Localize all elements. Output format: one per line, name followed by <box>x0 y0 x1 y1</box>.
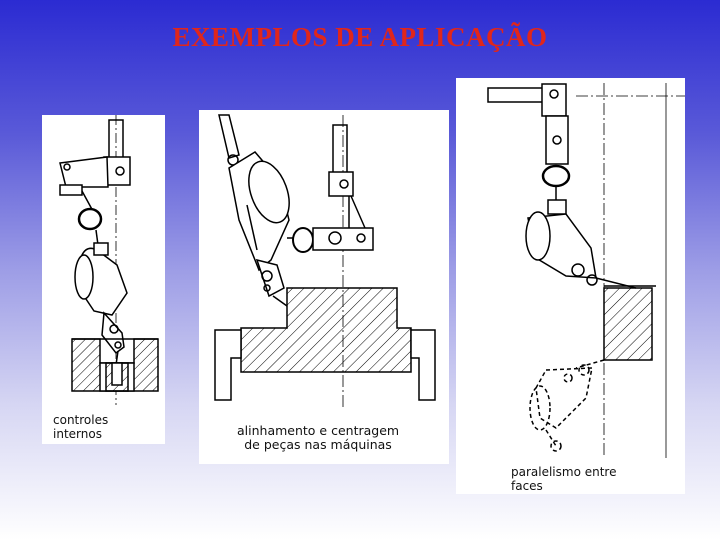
parallelism-faces-drawing <box>487 83 685 458</box>
internal-control-drawing <box>59 115 159 405</box>
slide-title: EXEMPLOS DE APLICAÇÃO <box>172 22 548 52</box>
diagram-alignment-centering: alinhamento e centragem de peças nas máq… <box>199 110 449 464</box>
caption-parallelism-faces: paralelismo entre faces <box>511 465 617 493</box>
diagram-internal-control: controles internos <box>42 115 165 444</box>
alignment-centering-drawing <box>214 114 436 410</box>
diagram-parallelism-faces: paralelismo entre faces <box>456 78 685 494</box>
caption-alignment-centering: alinhamento e centragem de peças nas máq… <box>237 423 400 453</box>
caption-internal-control: controles internos <box>53 413 109 441</box>
